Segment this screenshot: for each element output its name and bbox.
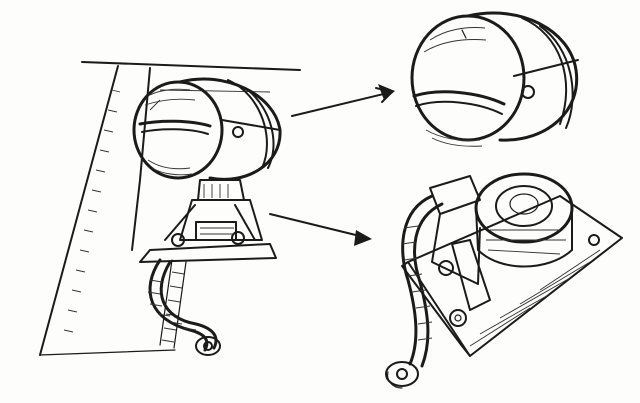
lamp-housing-icon — [132, 77, 282, 181]
cable-icon — [147, 258, 221, 356]
vehicle-body-panel — [39, 61, 301, 356]
bracket-detail-icon — [401, 172, 623, 357]
lamp-detail-icon — [410, 11, 579, 147]
bracket-icon — [139, 179, 277, 263]
leader-arrow-lamp — [291, 84, 395, 117]
cable-detail-icon — [385, 194, 444, 389]
leader-arrow-bracket — [269, 213, 372, 246]
